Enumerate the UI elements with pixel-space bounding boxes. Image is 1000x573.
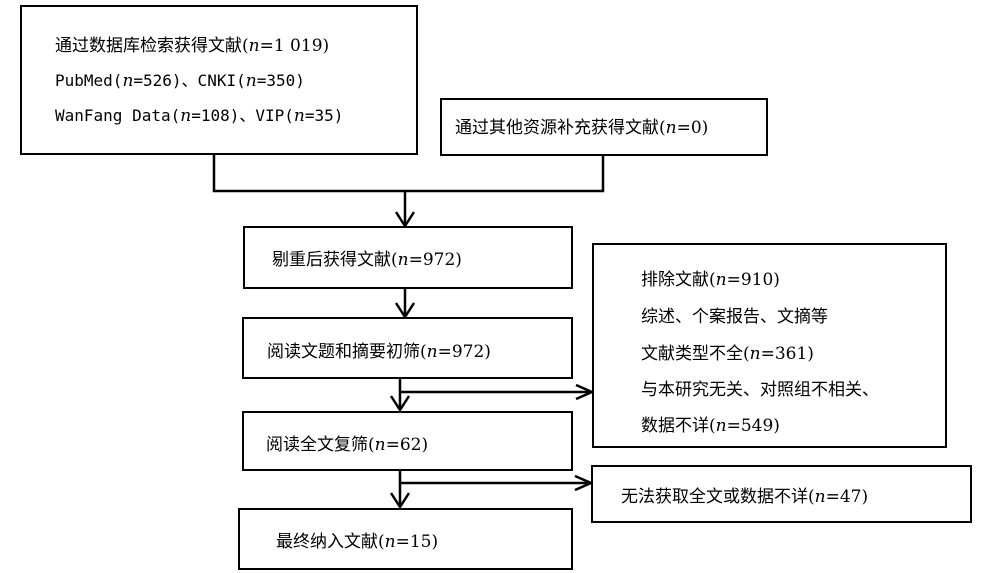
text-database-total: 通过数据库检索获得文献(n=1 019) [55, 36, 330, 56]
text-excluded-reason-1: 综述、个案报告、文摘等 [641, 307, 828, 327]
box-full-text-screening: 阅读全文复筛(n=62) [242, 411, 573, 471]
text-other-sources: 通过其他资源补充获得文献(n=0) [455, 118, 709, 138]
text-final-included: 最终纳入文献(n=15) [276, 532, 439, 552]
box-database-search: 通过数据库检索获得文献(n=1 019) PubMed(n=526)、CNKI(… [20, 5, 418, 155]
text-pubmed-cnki: PubMed(n=526)、CNKI(n=350) [55, 71, 305, 91]
text-excluded-reason-2: 与本研究无关、对照组不相关、 [641, 380, 879, 400]
box-after-dedup: 剔重后获得文献(n=972) [243, 226, 573, 289]
text-title-abstract-screening: 阅读文题和摘要初筛(n=972) [267, 342, 491, 362]
text-excluded-full-text: 无法获取全文或数据不详(n=47) [621, 487, 869, 507]
text-excluded-reason-2-count: 数据不详(n=549) [641, 416, 780, 436]
box-other-sources: 通过其他资源补充获得文献(n=0) [440, 98, 768, 156]
text-full-text-screening: 阅读全文复筛(n=62) [266, 435, 429, 455]
connector-merge [212, 154, 605, 193]
box-final-included: 最终纳入文献(n=15) [238, 508, 573, 570]
box-title-abstract-screening: 阅读文题和摘要初筛(n=972) [242, 317, 573, 379]
box-excluded-full-text: 无法获取全文或数据不详(n=47) [591, 465, 972, 523]
text-wanfang-vip: WanFang Data(n=108)、VIP(n=35) [55, 106, 344, 126]
arrowhead-final [389, 492, 411, 510]
text-excluded-reason-1-count: 文献类型不全(n=361) [641, 344, 814, 364]
text-excluded-total: 排除文献(n=910) [641, 270, 780, 290]
arrowhead-fulltext [389, 395, 411, 413]
text-after-dedup: 剔重后获得文献(n=972) [272, 250, 462, 270]
box-excluded-records: 排除文献(n=910) 综述、个案报告、文摘等 文献类型不全(n=361) 与本… [592, 243, 947, 448]
